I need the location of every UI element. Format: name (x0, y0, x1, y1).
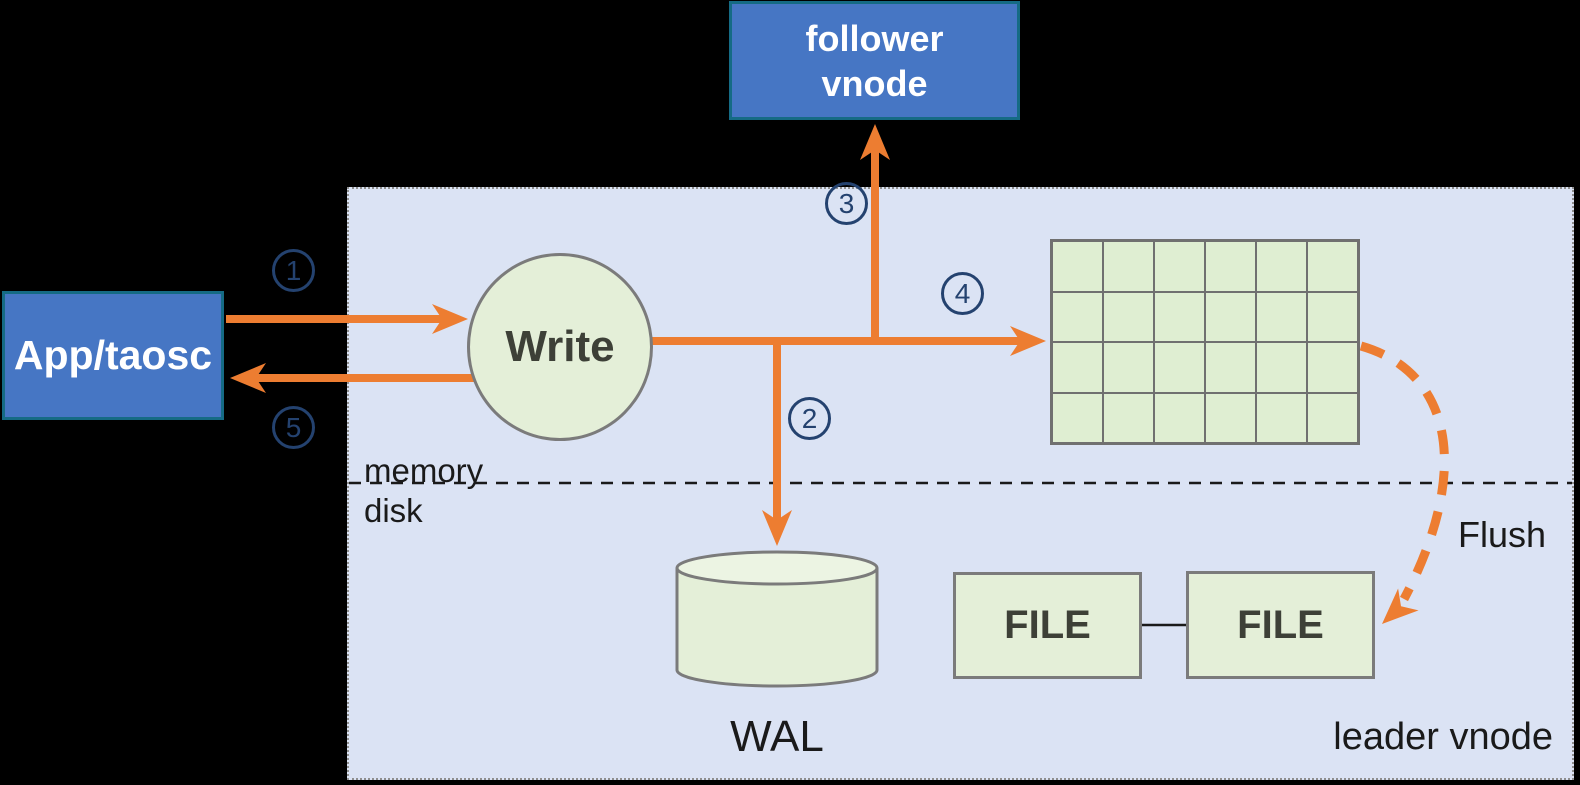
mem-table-cell (1257, 242, 1306, 291)
mem-table-cell (1104, 393, 1153, 442)
flush-label: Flush (1458, 514, 1547, 555)
step-1-badge: 1 (272, 249, 315, 292)
mem-table-cell (1155, 343, 1204, 392)
mem-table-cell (1104, 343, 1153, 392)
write-label: Write (505, 322, 615, 371)
step-2-badge: 2 (788, 397, 831, 440)
arrow-4-memtable (650, 326, 1046, 356)
mem-table-cell (1206, 242, 1255, 291)
mem-table-cell (1308, 393, 1357, 442)
mem-table-cell (1206, 393, 1255, 442)
mem-table-cell (1308, 292, 1357, 341)
arrow-1-write-request (226, 304, 468, 334)
mem-table-cell (1155, 393, 1204, 442)
follower-vnode-label-line2: vnode (821, 62, 928, 104)
flush-arrow (1359, 341, 1449, 635)
disk-label: disk (364, 492, 423, 529)
leader-vnode-label: leader vnode (1333, 716, 1553, 758)
mem-table-cell (1206, 292, 1255, 341)
mem-table-cell (1257, 393, 1306, 442)
mem-table-grid (1050, 239, 1360, 445)
mem-table-cell (1257, 343, 1306, 392)
file-node-1: FILE (953, 572, 1142, 679)
mem-table-cell (1206, 343, 1255, 392)
arrow-2-wal (762, 341, 792, 546)
arrow-3-replicate (860, 124, 890, 341)
follower-vnode-label-line1: follower (805, 17, 944, 59)
mem-table-cell (1257, 292, 1306, 341)
mem-table-cell (1053, 242, 1102, 291)
mem-table-cell (1308, 343, 1357, 392)
file-node-1-label: FILE (1004, 603, 1091, 647)
mem-table-cell (1104, 242, 1153, 291)
memory-label: memory (364, 452, 484, 489)
step-3-badge: 3 (825, 182, 868, 225)
write-node: Write (467, 253, 653, 441)
file-node-2-label: FILE (1237, 602, 1324, 647)
wal-label: WAL (730, 712, 824, 761)
step-5-badge: 5 (272, 406, 315, 449)
mem-table-cell (1053, 343, 1102, 392)
mem-table-cell (1104, 292, 1153, 341)
mem-table-cell (1308, 242, 1357, 291)
mem-table-cell (1053, 393, 1102, 442)
mem-table-cell (1053, 292, 1102, 341)
app-taosc-node: App/taosc (2, 291, 224, 420)
step-4-badge: 4 (941, 272, 984, 315)
mem-table-cell (1155, 292, 1204, 341)
wal-cylinder (675, 550, 879, 688)
app-taosc-label: App/taosc (13, 332, 213, 378)
arrow-5-write-response (230, 363, 474, 393)
follower-vnode-node: follower vnode (729, 1, 1020, 120)
file-node-2: FILE (1186, 571, 1375, 679)
mem-table-cell (1155, 242, 1204, 291)
